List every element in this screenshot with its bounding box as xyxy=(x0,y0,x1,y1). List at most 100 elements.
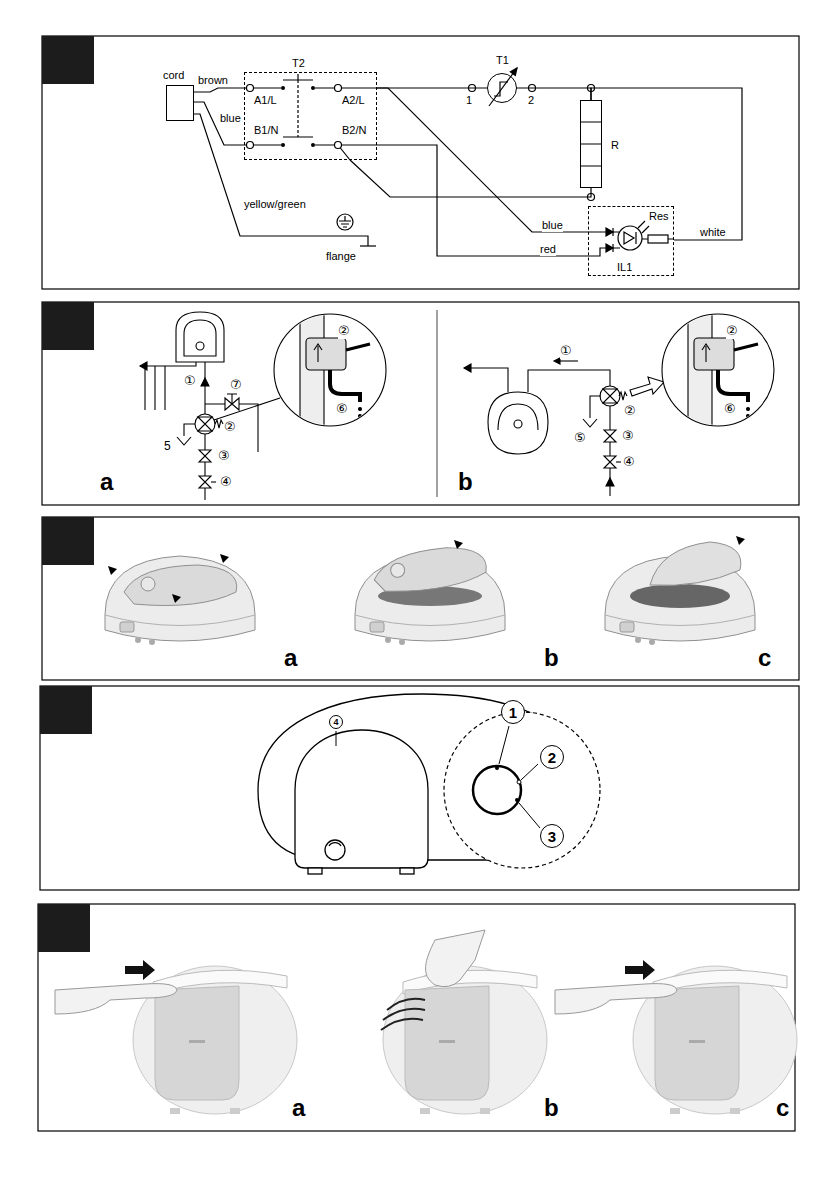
heater-reset-c xyxy=(555,960,677,1014)
callout-number: ④ xyxy=(623,455,635,470)
figure-letter: b xyxy=(544,1094,559,1122)
heater-reset-b xyxy=(383,966,547,1114)
plumbing-scheme-a xyxy=(215,420,223,428)
callout-number: ② xyxy=(338,324,350,339)
plumbing-scheme-b xyxy=(718,370,748,402)
plumbing-scheme-a xyxy=(198,417,212,431)
plumbing-scheme-a xyxy=(196,342,204,350)
heater-front xyxy=(325,840,345,860)
plumbing-scheme-b xyxy=(590,396,601,418)
ground-symbol xyxy=(339,216,351,227)
heater-front xyxy=(517,780,521,784)
plumbing-scheme-b xyxy=(630,377,664,396)
wire xyxy=(377,145,588,256)
heater-cover-c xyxy=(650,542,741,585)
panel-frame xyxy=(40,686,799,890)
plumbing-scheme-b xyxy=(688,300,758,440)
plumbing-scheme-b xyxy=(514,420,522,428)
switch-box: T2 xyxy=(244,72,377,160)
callout-number: ⑦ xyxy=(230,378,242,393)
heater-cover-a xyxy=(124,565,237,606)
heater-front xyxy=(499,726,540,828)
plumbing-scheme-b xyxy=(604,430,616,442)
lamp-symbol xyxy=(618,226,642,250)
heater-front xyxy=(336,731,337,746)
heater-cover-b xyxy=(372,545,487,593)
figure-letter: b xyxy=(458,468,473,496)
plumbing-scheme-b xyxy=(488,392,548,454)
panel-frame xyxy=(42,36,799,289)
terminal-name: B2/N xyxy=(342,124,366,137)
heater-reset-b xyxy=(381,999,425,1030)
heater-cover-c xyxy=(605,536,755,645)
wiring xyxy=(194,68,674,256)
plumbing-scheme-a xyxy=(354,420,366,426)
plumbing-scheme-b xyxy=(606,478,614,486)
figure-letter: a xyxy=(100,468,113,496)
plumbing-scheme-a xyxy=(201,378,209,386)
plumbing-scheme-b xyxy=(619,392,627,400)
plumbing-scheme-a xyxy=(300,300,370,440)
callout-number: ③ xyxy=(218,449,230,464)
switch-contacts xyxy=(250,74,338,145)
plumbing-scheme-b xyxy=(742,420,754,426)
pin-number: 2 xyxy=(528,94,534,107)
switch-label: T2 xyxy=(292,57,305,70)
plumbing-scheme-b xyxy=(583,419,597,427)
terminal-name: A1/L xyxy=(254,94,277,107)
heater-front xyxy=(444,712,600,868)
panel-tab xyxy=(42,36,94,84)
plumbing-scheme-a xyxy=(346,344,370,350)
figure-letter: a xyxy=(284,644,297,672)
terminal xyxy=(247,85,595,201)
heater-cover-a xyxy=(108,566,117,575)
panel-tab xyxy=(42,517,94,565)
plumbing-scheme-b xyxy=(747,408,750,411)
earth-wire xyxy=(194,114,368,246)
indicator-box: ResIL1 xyxy=(588,206,674,276)
ground-symbol xyxy=(337,214,353,230)
figure-letter: a xyxy=(292,1094,305,1122)
plumbing-scheme-b xyxy=(603,389,617,403)
wire-stub xyxy=(244,88,377,160)
plumbing-scheme-b xyxy=(498,404,538,430)
heater-cover-a xyxy=(105,556,255,645)
contact-dot xyxy=(281,143,285,147)
indicator-wiring xyxy=(588,232,674,256)
callout-circle: 2 xyxy=(540,745,564,769)
terminal xyxy=(335,85,342,92)
callout-number: ⑥ xyxy=(336,402,348,417)
wire xyxy=(350,160,591,197)
panel-divider xyxy=(437,310,438,497)
callout-number: ② xyxy=(726,324,738,339)
plumbing-scheme-a xyxy=(205,404,258,452)
wire xyxy=(591,88,742,240)
panel-frame xyxy=(42,302,799,505)
resistor-label: R xyxy=(611,139,619,152)
heater-reset-c xyxy=(555,960,797,1114)
part-name: flange xyxy=(326,250,356,263)
diode-symbol xyxy=(612,228,613,252)
plumbing-scheme-a xyxy=(227,394,237,404)
terminal xyxy=(247,85,254,92)
thermostat-step xyxy=(494,82,508,96)
panel-frame xyxy=(38,36,799,1131)
plumbing-scheme-b xyxy=(464,300,774,496)
panel-tab xyxy=(38,904,90,952)
heater-reset-a xyxy=(55,960,297,1114)
plumbing-scheme-b xyxy=(604,456,616,468)
plumbing-scheme-a xyxy=(140,362,196,410)
contact-dot xyxy=(281,86,285,90)
resistor-small xyxy=(648,235,668,243)
heater-cover-c xyxy=(736,536,745,545)
plumbing-scheme-a xyxy=(195,414,215,434)
callout-circle: 1 xyxy=(501,700,525,724)
heater-cover-b xyxy=(355,540,505,645)
indicator-label: IL1 xyxy=(617,261,632,274)
plumbing-scheme-a xyxy=(176,312,224,362)
heater-front xyxy=(258,694,600,874)
callout-number: 3 xyxy=(548,829,556,844)
